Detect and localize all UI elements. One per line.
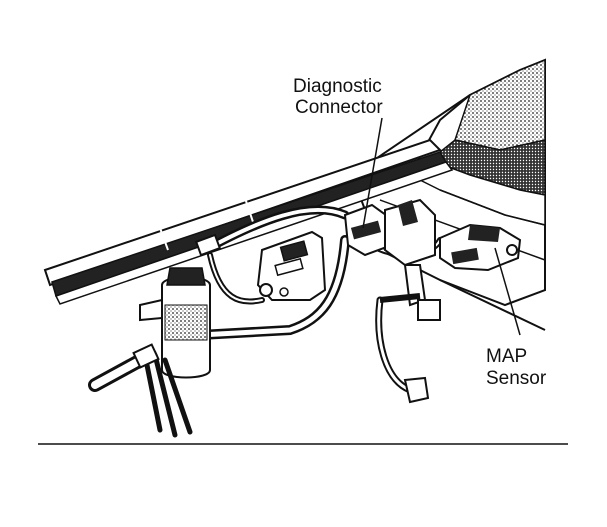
vacuum-hoses [195, 205, 443, 394]
valve-assembly [379, 198, 441, 321]
diagnostic-label-line2: Connector [295, 97, 383, 118]
diagnostic-connector [343, 203, 394, 257]
diagnostic-leader [362, 117, 383, 229]
harness-plug [403, 376, 430, 404]
callout-labels: Diagnostic Connector MAP Sensor [293, 76, 547, 389]
map-label-line1: MAP [486, 346, 527, 367]
mounting-bracket [256, 230, 327, 301]
diagnostic-label-line1: Diagnostic [293, 76, 382, 97]
lower-hose-bundle [88, 343, 193, 438]
map-leader [494, 247, 521, 336]
leader-lines [362, 117, 521, 336]
map-sensor [439, 223, 522, 272]
canister [139, 267, 211, 379]
hose-fitting [194, 233, 222, 257]
map-label-line2: Sensor [486, 368, 547, 389]
